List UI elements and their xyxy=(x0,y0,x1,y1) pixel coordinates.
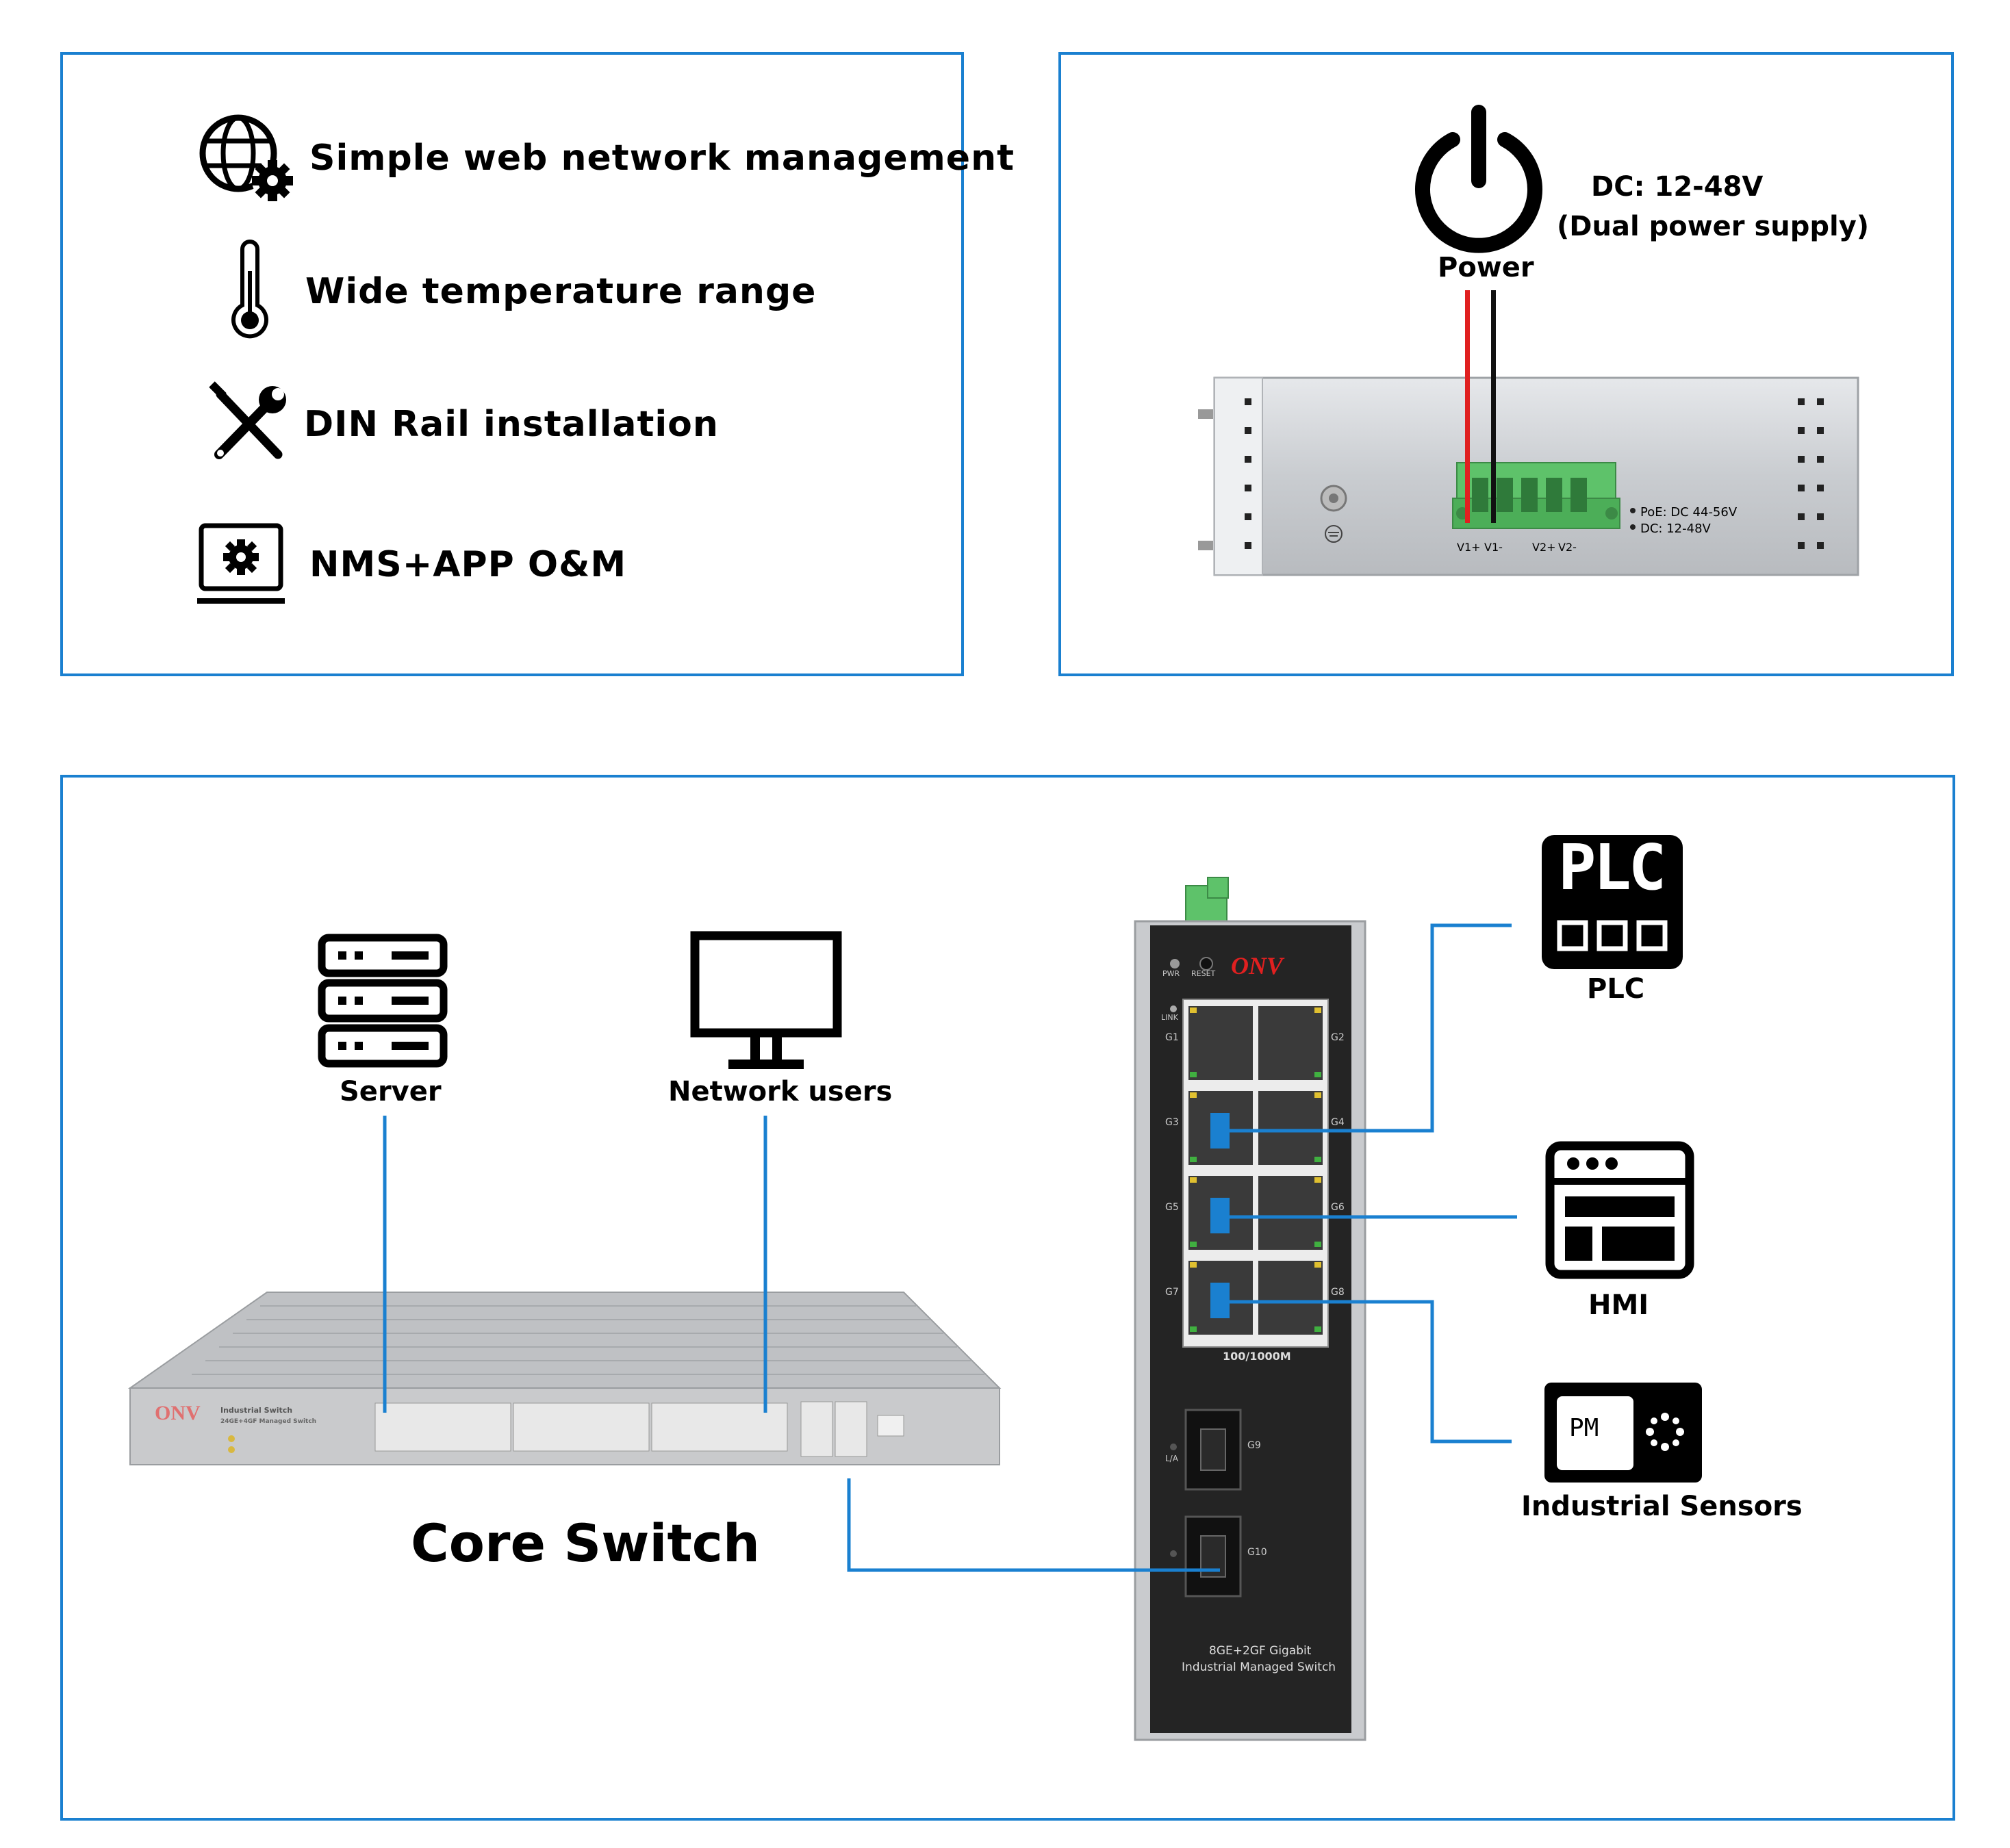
din-port-g4: G4 xyxy=(1331,1117,1345,1128)
core-switch-brand: ONV xyxy=(155,1402,201,1424)
din-port-g6: G6 xyxy=(1331,1202,1345,1213)
hmi-icon xyxy=(1544,1140,1695,1280)
terminal-label-v2-minus: V2- xyxy=(1558,541,1577,554)
plc-icon xyxy=(1542,835,1683,969)
plc-label: PLC xyxy=(1587,973,1645,1005)
network-users-label: Network users xyxy=(668,1076,893,1107)
feature-din-rail: DIN Rail installation xyxy=(205,381,719,465)
din-port-g2: G2 xyxy=(1331,1032,1345,1043)
din-model-1: 8GE+2GF Gigabit xyxy=(1209,1644,1312,1658)
din-model-2: Industrial Managed Switch xyxy=(1182,1660,1336,1674)
din-port-g1: G1 xyxy=(1165,1032,1179,1043)
dual-power-label: (Dual power supply) xyxy=(1557,211,1870,242)
sensors-label: Industrial Sensors xyxy=(1521,1491,1803,1522)
terminal-label-v1-plus: V1+ xyxy=(1457,541,1481,554)
din-la-label: L/A xyxy=(1165,1454,1178,1463)
dc-voltage-label: DC: 12-48V xyxy=(1591,171,1764,203)
monitor-gear-icon xyxy=(197,522,286,608)
network-panel xyxy=(60,775,1955,1821)
core-switch xyxy=(127,1292,1002,1470)
din-port-g7: G7 xyxy=(1165,1287,1179,1298)
feature-temperature: Wide temperature range xyxy=(219,240,817,339)
plc-icon-text: PLC xyxy=(1558,831,1666,904)
core-switch-model-1: Industrial Switch xyxy=(220,1406,293,1415)
features-panel xyxy=(60,52,964,676)
black-wire xyxy=(1491,290,1496,523)
din-link-label: LINK xyxy=(1161,1013,1178,1022)
feature-web-management: Simple web network management xyxy=(199,114,1015,203)
sensor-icon-text: PM xyxy=(1569,1414,1599,1442)
monitor-icon xyxy=(690,931,842,1070)
din-port-g3: G3 xyxy=(1165,1117,1179,1128)
globe-gear-icon xyxy=(199,114,294,203)
tools-icon xyxy=(205,381,288,465)
din-pwr-label: PWR xyxy=(1162,969,1180,978)
thermometer-icon xyxy=(219,240,281,339)
poe-spec-label: PoE: DC 44-56V xyxy=(1640,505,1738,519)
din-port-g9: G9 xyxy=(1247,1440,1261,1451)
terminal-label-v1-minus: V1- xyxy=(1484,541,1503,554)
feature-label: Simple web network management xyxy=(309,138,1015,179)
red-wire xyxy=(1465,290,1470,523)
din-switch-brand: ONV xyxy=(1231,952,1284,979)
server-label: Server xyxy=(340,1076,442,1107)
dc-spec-label: DC: 12-48V xyxy=(1640,522,1711,536)
din-speed-label: 100/1000M xyxy=(1223,1350,1291,1363)
din-port-g5: G5 xyxy=(1165,1202,1179,1213)
terminal-label-v2-plus: V2+ xyxy=(1532,541,1556,554)
hmi-label: HMI xyxy=(1588,1289,1649,1321)
server-icon xyxy=(318,934,448,1068)
power-icon xyxy=(1410,105,1547,253)
feature-nms-app: NMS+APP O&M xyxy=(197,522,626,608)
feature-label: DIN Rail installation xyxy=(304,404,719,445)
switch-top-view xyxy=(1198,375,1862,580)
feature-label: NMS+APP O&M xyxy=(309,544,627,585)
sensor-icon xyxy=(1544,1383,1702,1483)
core-switch-label: Core Switch xyxy=(411,1513,760,1574)
din-port-g10: G10 xyxy=(1247,1547,1267,1558)
din-reset-label: RESET xyxy=(1191,969,1216,978)
din-port-g8: G8 xyxy=(1331,1287,1345,1298)
feature-label: Wide temperature range xyxy=(305,271,817,312)
core-switch-model-2: 24GE+4GF Managed Switch xyxy=(220,1418,317,1425)
din-rail-switch xyxy=(1134,877,1368,1741)
power-label: Power xyxy=(1438,252,1534,283)
power-panel xyxy=(1058,52,1954,676)
